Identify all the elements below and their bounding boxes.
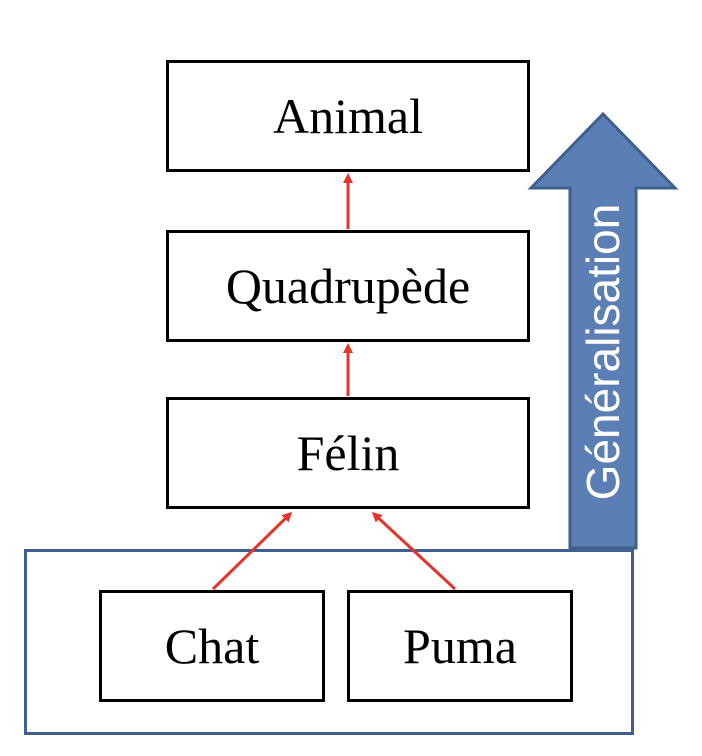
node-quadrupede-label: Quadrupède	[225, 258, 471, 314]
node-felin-label: Félin	[296, 425, 400, 481]
node-felin: Félin	[166, 397, 530, 509]
node-quadrupede: Quadrupède	[166, 230, 530, 342]
node-puma-label: Puma	[403, 618, 517, 674]
generalisation-label: Généralisation	[577, 204, 629, 501]
node-chat-label: Chat	[164, 618, 260, 674]
node-animal: Animal	[166, 60, 530, 172]
node-animal-label: Animal	[273, 88, 423, 144]
node-puma: Puma	[347, 590, 573, 702]
generalisation-arrow-shape	[527, 111, 679, 550]
leaf-classes-group-frame	[24, 549, 634, 735]
node-chat: Chat	[99, 590, 325, 702]
